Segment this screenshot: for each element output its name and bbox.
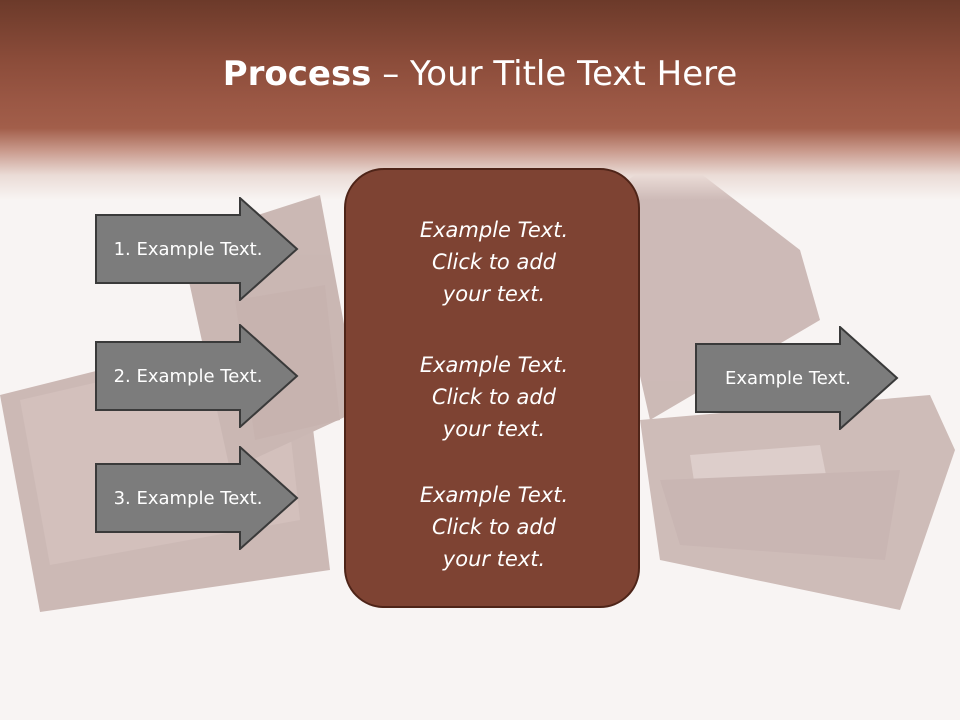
center-block-2-line1: Example Text. xyxy=(419,353,569,377)
center-block-2-line2: Click to add xyxy=(431,385,556,409)
arrow-shape-icon xyxy=(95,446,299,550)
center-block-3[interactable]: Example Text. Click to add your text. xyxy=(346,479,642,575)
arrow-step-1[interactable]: 1. Example Text. xyxy=(95,197,299,301)
arrow-step-3-label: 3. Example Text. xyxy=(113,487,263,509)
arrow-output[interactable]: Example Text. xyxy=(695,326,899,430)
center-block-3-line1: Example Text. xyxy=(419,483,569,507)
center-block-3-line3: your text. xyxy=(442,547,546,571)
arrow-shape-icon xyxy=(95,324,299,428)
header-band xyxy=(0,0,960,200)
center-block-1-line3: your text. xyxy=(442,282,546,306)
arrow-step-1-label: 1. Example Text. xyxy=(113,238,263,260)
center-block-2[interactable]: Example Text. Click to add your text. xyxy=(346,349,642,445)
arrow-step-3[interactable]: 3. Example Text. xyxy=(95,446,299,550)
center-block-1[interactable]: Example Text. Click to add your text. xyxy=(346,214,642,310)
arrow-step-2-label: 2. Example Text. xyxy=(113,365,263,387)
center-block-1-line1: Example Text. xyxy=(419,218,569,242)
center-block-1-line2: Click to add xyxy=(431,250,556,274)
center-text-box[interactable]: Example Text. Click to add your text. Ex… xyxy=(344,168,640,608)
center-block-3-line2: Click to add xyxy=(431,515,556,539)
arrow-shape-icon xyxy=(695,326,899,430)
slide-title[interactable]: Process – Your Title Text Here xyxy=(0,52,960,96)
title-rest: – Your Title Text Here xyxy=(371,54,738,94)
arrow-shape-icon xyxy=(95,197,299,301)
title-bold: Process xyxy=(222,54,372,94)
center-block-2-line3: your text. xyxy=(442,417,546,441)
arrow-step-2[interactable]: 2. Example Text. xyxy=(95,324,299,428)
arrow-output-label: Example Text. xyxy=(725,367,851,389)
